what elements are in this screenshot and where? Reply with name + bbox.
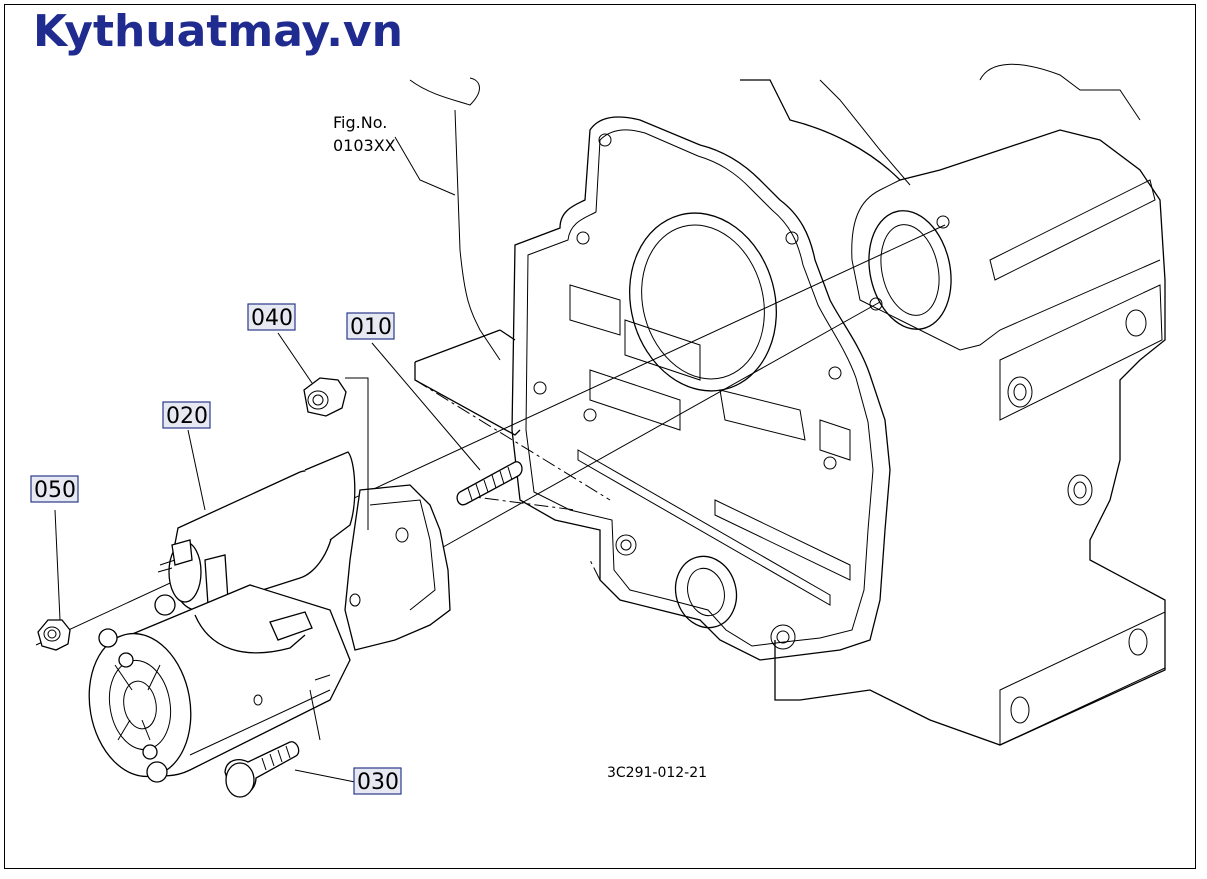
callout-030[interactable]: 030: [353, 767, 402, 795]
nut-050-part: [37, 619, 71, 651]
starter-motor-part: [88, 451, 451, 783]
engine-housing: [409, 63, 1166, 746]
drawing-code: 3C291-012-21: [607, 765, 707, 781]
part-number-040: 040: [251, 306, 293, 331]
site-watermark: Kythuatmay.vn: [33, 6, 403, 57]
bolt-030-part: [224, 741, 300, 798]
stud-part: [456, 461, 523, 506]
part-number-020: 020: [166, 404, 208, 429]
part-number-030: 030: [357, 770, 399, 795]
callout-040[interactable]: 040: [247, 303, 296, 331]
callout-020[interactable]: 020: [162, 401, 211, 429]
leader-lines: [54, 136, 481, 783]
figure-ref-number: 0103XX: [333, 136, 396, 155]
callout-010[interactable]: 010: [346, 312, 395, 340]
callout-050[interactable]: 050: [30, 475, 79, 503]
part-number-050: 050: [34, 478, 76, 503]
part-number-010: 010: [350, 315, 392, 340]
figure-ref-label: Fig.No.: [333, 113, 387, 132]
nut-040-part: [303, 377, 347, 417]
callout-labels: 010 020 030 040 050: [30, 303, 402, 795]
